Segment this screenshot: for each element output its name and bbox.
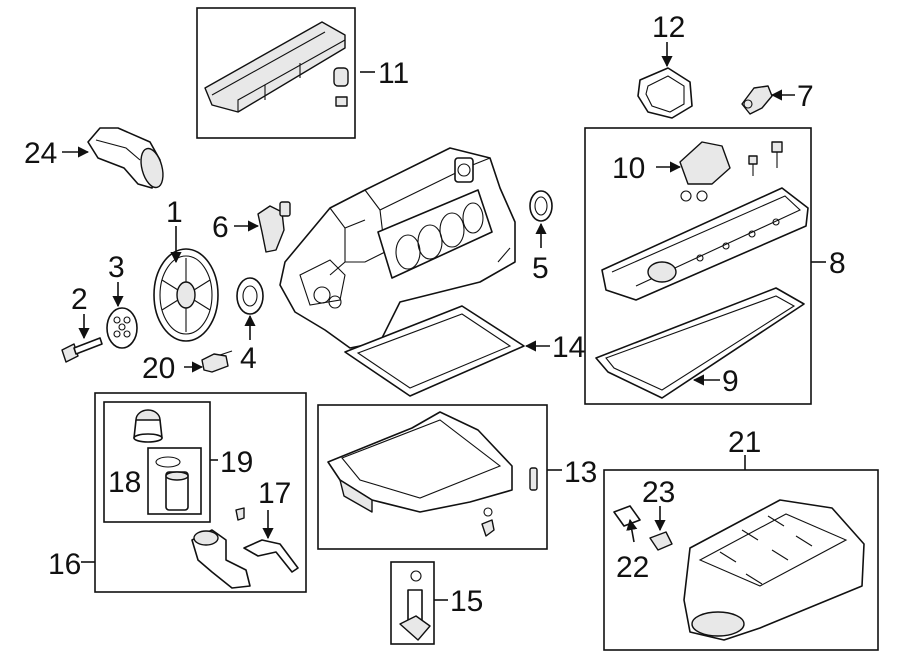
- callout-23: 23: [642, 476, 675, 509]
- box-19: [103, 401, 211, 523]
- part-3-washer[interactable]: [106, 307, 138, 349]
- callout-6: 6: [212, 211, 229, 244]
- callout-24: 24: [24, 137, 57, 170]
- part-4-front-seal[interactable]: [236, 277, 264, 315]
- part-15-dipstick-tube[interactable]: [399, 570, 431, 641]
- part-6-sensor[interactable]: [257, 201, 291, 253]
- callout-3: 3: [108, 251, 125, 284]
- part-16-filter-housing[interactable]: [191, 507, 251, 589]
- part-18-filter-element[interactable]: [155, 456, 189, 511]
- callout-14: 14: [552, 331, 585, 364]
- callout-1: 1: [166, 196, 183, 229]
- part-19-filter-cap[interactable]: [133, 409, 163, 443]
- callout-15: 15: [450, 585, 483, 618]
- box-18: [147, 447, 202, 515]
- part-12-gasket-plate[interactable]: [637, 67, 693, 119]
- part-11-cover[interactable]: [204, 21, 349, 113]
- part-2-bolt[interactable]: [61, 337, 103, 363]
- box-11: [196, 7, 356, 139]
- part-7-sensor[interactable]: [741, 85, 773, 115]
- part-17-bracket[interactable]: [243, 539, 299, 573]
- callout-9: 9: [722, 365, 739, 398]
- part-9-valve-cover-gasket[interactable]: [595, 287, 805, 399]
- part-8-valve-cover[interactable]: [601, 187, 809, 301]
- callout-16: 16: [48, 548, 81, 581]
- part-24-air-duct[interactable]: [87, 127, 167, 190]
- box-8: [584, 127, 812, 405]
- box-13: [317, 404, 548, 550]
- callout-20: 20: [142, 352, 175, 385]
- callout-18: 18: [108, 466, 141, 499]
- part-14-oil-pan-gasket[interactable]: [344, 305, 525, 397]
- engine-block[interactable]: [279, 147, 516, 349]
- part-23-clip[interactable]: [649, 531, 673, 551]
- callout-21: 21: [728, 426, 761, 459]
- callout-10: 10: [612, 152, 645, 185]
- callout-8: 8: [829, 247, 846, 280]
- callout-4: 4: [240, 342, 257, 375]
- part-22-clip[interactable]: [613, 505, 641, 527]
- box-21: [603, 469, 879, 651]
- part-21-engine-cover[interactable]: [683, 499, 865, 641]
- callout-12: 12: [652, 11, 685, 44]
- callout-11: 11: [378, 57, 409, 90]
- part-10-actuator[interactable]: [679, 141, 731, 202]
- callout-13: 13: [564, 456, 597, 489]
- callout-19: 19: [220, 446, 253, 479]
- callout-17: 17: [258, 477, 291, 510]
- part-5-rear-seal[interactable]: [529, 190, 553, 222]
- fastener-bolts[interactable]: [748, 141, 783, 176]
- callout-5: 5: [532, 252, 549, 285]
- box-16: [94, 392, 307, 593]
- callout-2: 2: [71, 283, 88, 316]
- box-15: [390, 561, 435, 645]
- callout-7: 7: [797, 80, 814, 113]
- part-20-sender[interactable]: [201, 350, 233, 373]
- part-1-crankshaft-pulley[interactable]: [153, 248, 219, 342]
- part-13-oil-pan[interactable]: [327, 411, 538, 537]
- callout-22: 22: [616, 551, 649, 584]
